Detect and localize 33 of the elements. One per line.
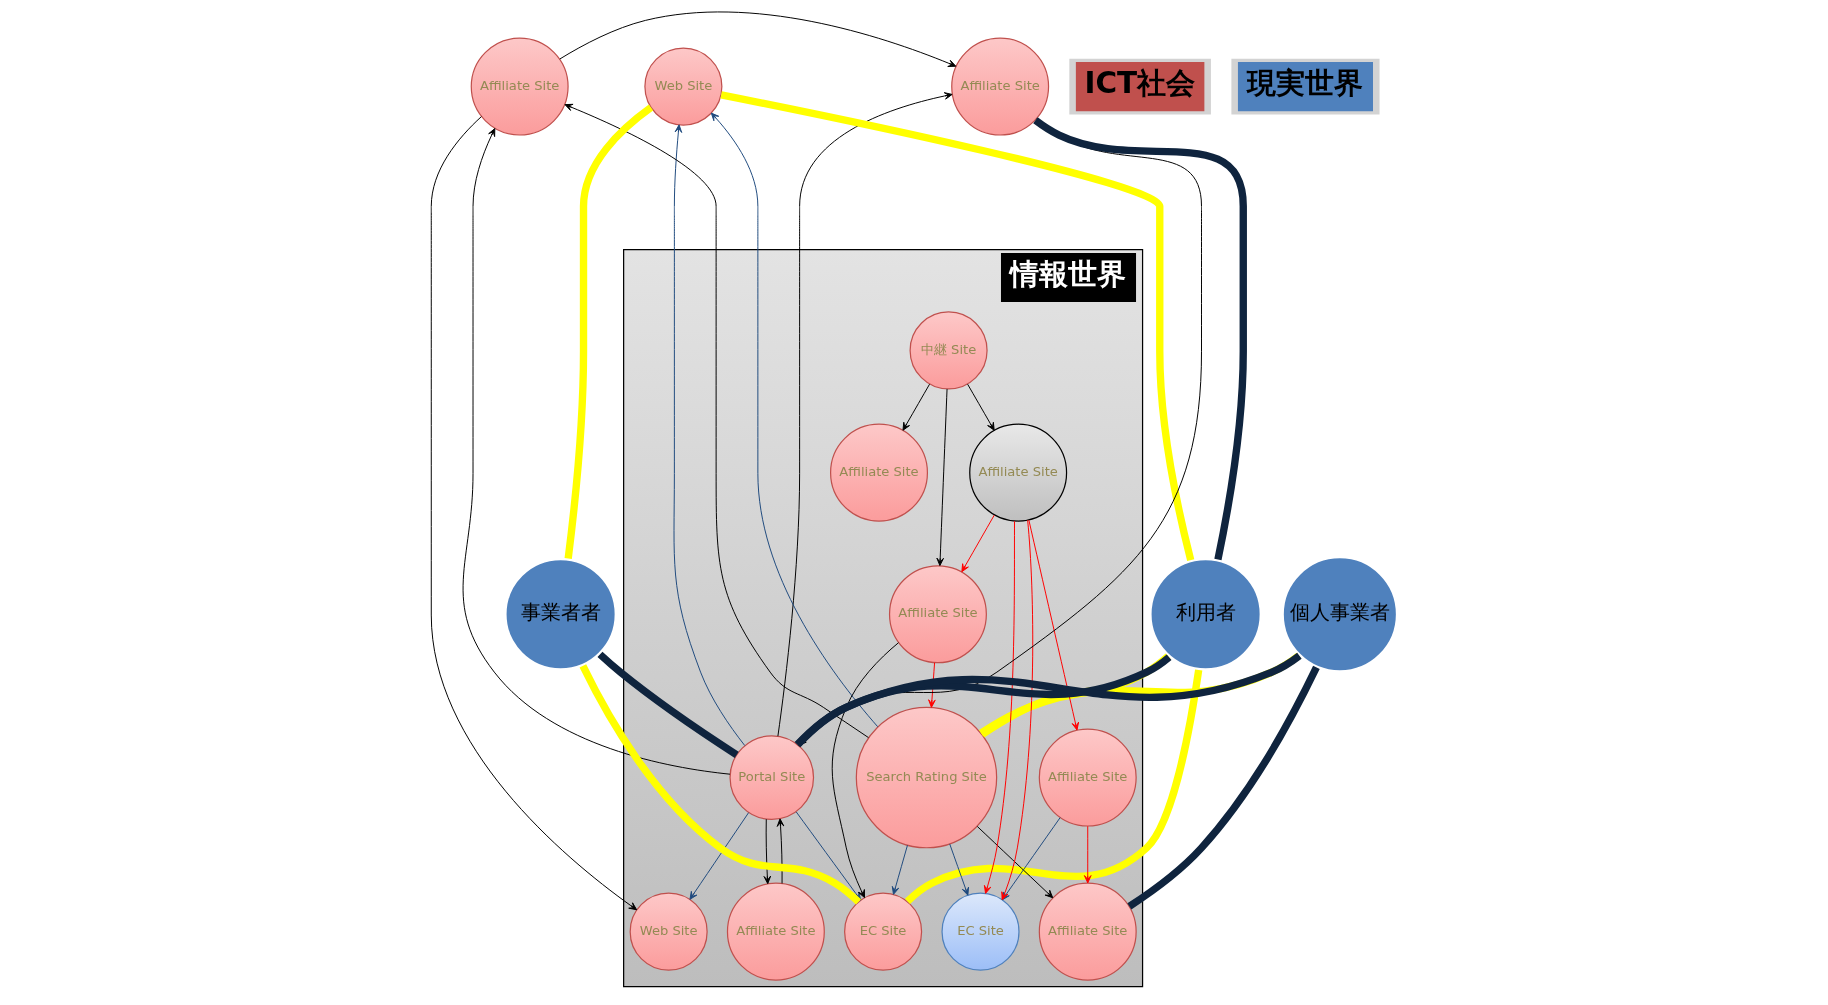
connector xyxy=(904,669,1202,905)
arrow xyxy=(902,383,930,431)
node-circle: Search Rating Site xyxy=(855,706,997,849)
arrow xyxy=(688,812,749,900)
node-circle: Affiliate Site xyxy=(1038,728,1137,827)
node-circle: 中継 Site xyxy=(909,311,988,390)
arrow xyxy=(430,116,637,911)
node-circle: Affiliate Site xyxy=(1038,882,1137,981)
arrow xyxy=(462,128,730,775)
arrow xyxy=(948,843,969,896)
arrow xyxy=(763,818,771,885)
connector xyxy=(719,91,1194,562)
arrow xyxy=(1083,825,1092,884)
arrow xyxy=(960,514,995,573)
arrow xyxy=(776,818,784,884)
arrow xyxy=(891,844,908,895)
arrow xyxy=(673,124,745,747)
connector xyxy=(1032,117,1247,561)
connector xyxy=(564,104,653,559)
node-circle: Affiliate Site xyxy=(950,37,1049,136)
connector xyxy=(597,651,739,758)
label: 現実世界 xyxy=(1246,65,1363,100)
arrow xyxy=(935,388,948,567)
node-circle: Affiliate Site xyxy=(726,882,825,981)
arrow xyxy=(1027,519,1079,731)
arrow xyxy=(564,103,869,739)
arrow xyxy=(710,112,878,728)
connector xyxy=(1126,665,1320,910)
arrow xyxy=(966,383,995,431)
arrow xyxy=(983,520,1015,894)
label: ICT社会 xyxy=(1083,65,1195,100)
arrow xyxy=(558,11,956,67)
arrow xyxy=(776,92,953,737)
